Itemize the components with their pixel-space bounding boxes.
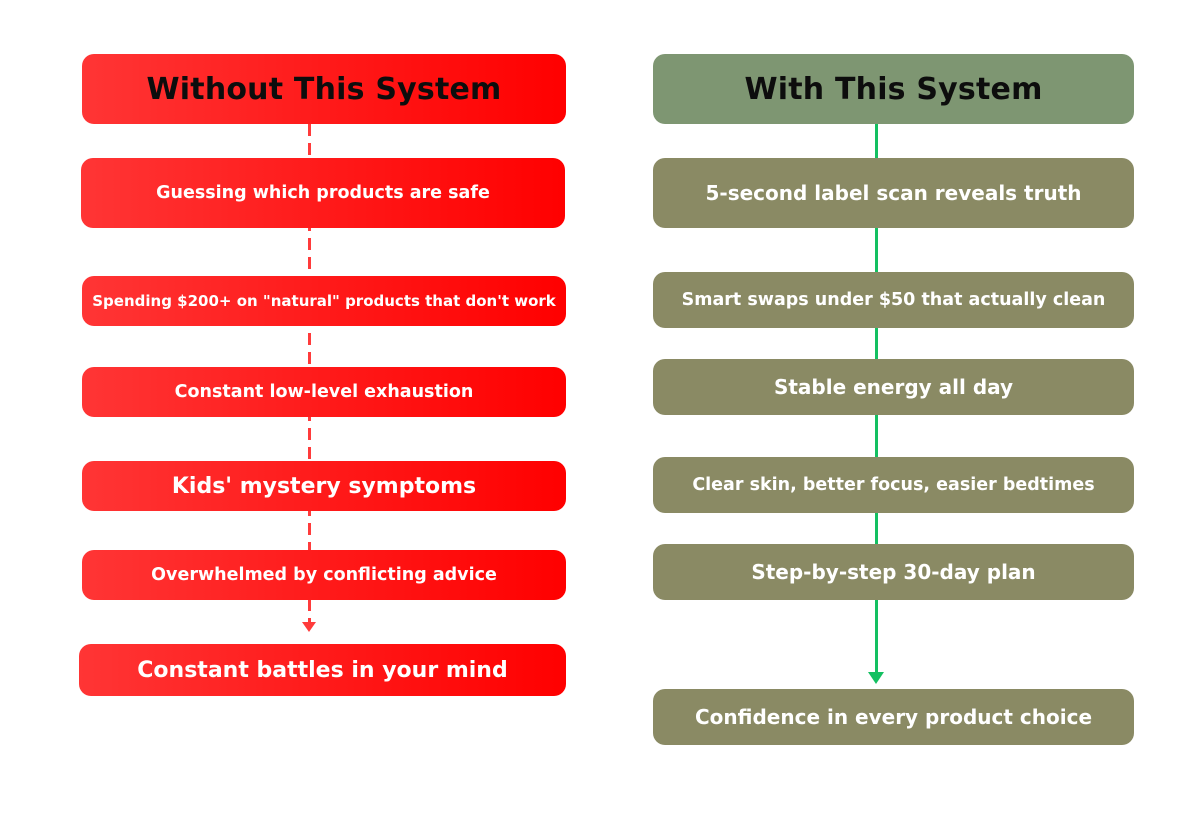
without-item: Guessing which products are safe [81,158,565,228]
with-item: Clear skin, better focus, easier bedtime… [653,457,1134,513]
with-item: Step-by-step 30-day plan [653,544,1134,600]
with-item: 5-second label scan reveals truth [653,158,1134,228]
without-header: Without This System [82,54,566,124]
without-arrow-down-icon [302,622,316,632]
without-outcome: Constant battles in your mind [79,644,566,696]
without-item: Overwhelmed by conflicting advice [82,550,566,600]
with-title: With This System [744,71,1043,107]
without-title: Without This System [146,71,502,107]
with-item: Stable energy all day [653,359,1134,415]
without-item: Kids' mystery symptoms [82,461,566,511]
with-header: With This System [653,54,1134,124]
without-item: Constant low-level exhaustion [82,367,566,417]
without-item: Spending $200+ on "natural" products tha… [82,276,566,326]
with-item: Smart swaps under $50 that actually clea… [653,272,1134,328]
with-arrow-down-icon [868,672,884,684]
with-outcome: Confidence in every product choice [653,689,1134,745]
